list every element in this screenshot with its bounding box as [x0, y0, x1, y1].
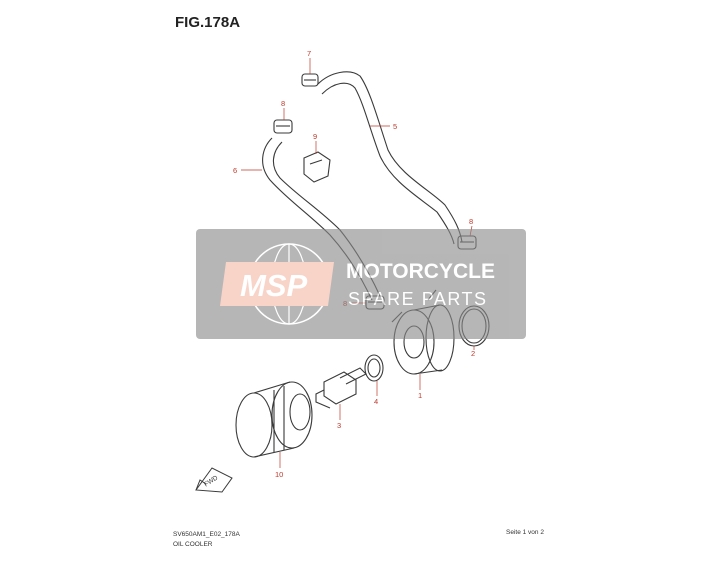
union-bolt-3 [315, 367, 367, 409]
callout-8-right[interactable]: 8 [469, 217, 473, 226]
watermark-brand-line2: SPARE PARTS [348, 289, 488, 309]
callout-1[interactable]: 1 [418, 391, 422, 400]
callout-9[interactable]: 9 [313, 132, 317, 141]
watermark: MSP MOTORCYCLE SPARE PARTS [196, 229, 526, 339]
callout-10[interactable]: 10 [275, 470, 283, 479]
callout-2[interactable]: 2 [471, 349, 475, 358]
watermark-brand-line1: MOTORCYCLE [346, 260, 495, 283]
clamp-7 [301, 73, 319, 87]
watermark-logo: MSP [240, 268, 308, 303]
callout-4[interactable]: 4 [374, 397, 378, 406]
callout-8-top[interactable]: 8 [281, 99, 285, 108]
fwd-arrow-icon: FWD [195, 467, 233, 493]
callout-5[interactable]: 5 [393, 122, 397, 131]
washer-4 [364, 354, 384, 382]
fig-title: FIG.178A [175, 14, 241, 31]
callout-6[interactable]: 6 [233, 166, 237, 175]
oil-filter-10 [235, 381, 313, 458]
hose-5 [317, 71, 463, 245]
callout-7[interactable]: 7 [307, 49, 311, 58]
clamp-8-top [273, 119, 293, 134]
model-code: SV650AM1_E02_178A [173, 531, 240, 538]
section-name: OIL COOLER [173, 541, 213, 548]
callout-3[interactable]: 3 [337, 421, 341, 430]
page-indicator: Seite 1 von 2 [506, 529, 544, 536]
clip-9 [303, 151, 331, 183]
